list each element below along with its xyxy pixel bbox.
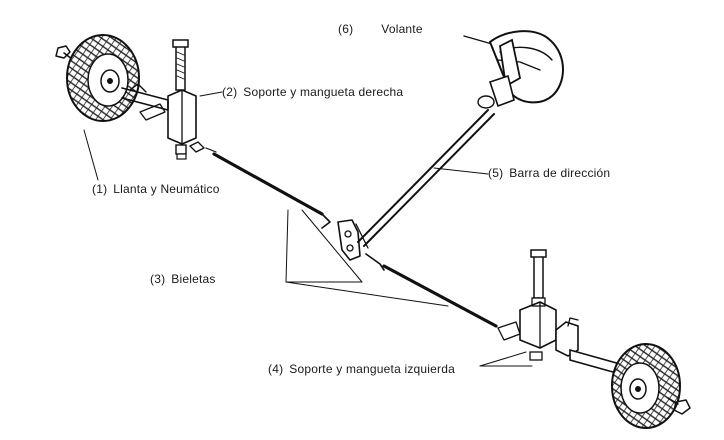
steering-wheel — [463, 30, 564, 109]
right-wheel — [55, 34, 140, 122]
label-number: (1) — [92, 182, 108, 196]
pitman-arm — [337, 219, 369, 261]
upper-tie-rod — [212, 152, 331, 229]
label-llanta-neumatico: (1) Llanta y Neumático — [92, 182, 220, 196]
label-soporte-derecha: (2) Soporte y mangueta derecha — [222, 85, 403, 99]
steering-shaft — [357, 109, 495, 247]
label-text: Volante — [381, 22, 423, 36]
label-text: Soporte y mangueta izquierda — [289, 362, 455, 376]
label-soporte-izquierda: (4) Soporte y mangueta izquierda — [268, 362, 455, 376]
label-number: (3) — [150, 272, 166, 286]
label-text: Barra de dirección — [509, 166, 611, 180]
label-bieletas: (3) Bieletas — [150, 272, 216, 286]
left-wheel — [611, 343, 691, 429]
label-barra-direccion: (5) Barra de dirección — [488, 166, 610, 180]
label-text: Llanta y Neumático — [113, 182, 220, 196]
right-spindle-bracket — [121, 39, 217, 160]
left-spindle-bracket — [497, 249, 621, 376]
label-number: (2) — [222, 85, 238, 99]
lower-tie-rod — [365, 253, 498, 328]
label-number: (6) — [338, 22, 354, 36]
label-text: Soporte y mangueta derecha — [243, 85, 404, 99]
wheel-nut-left — [673, 399, 691, 415]
label-text: Bieletas — [171, 272, 216, 286]
label-number: (5) — [488, 166, 504, 180]
leader-lines — [83, 91, 533, 367]
label-number: (4) — [268, 362, 284, 376]
label-volante: (6) Volante — [338, 22, 423, 36]
